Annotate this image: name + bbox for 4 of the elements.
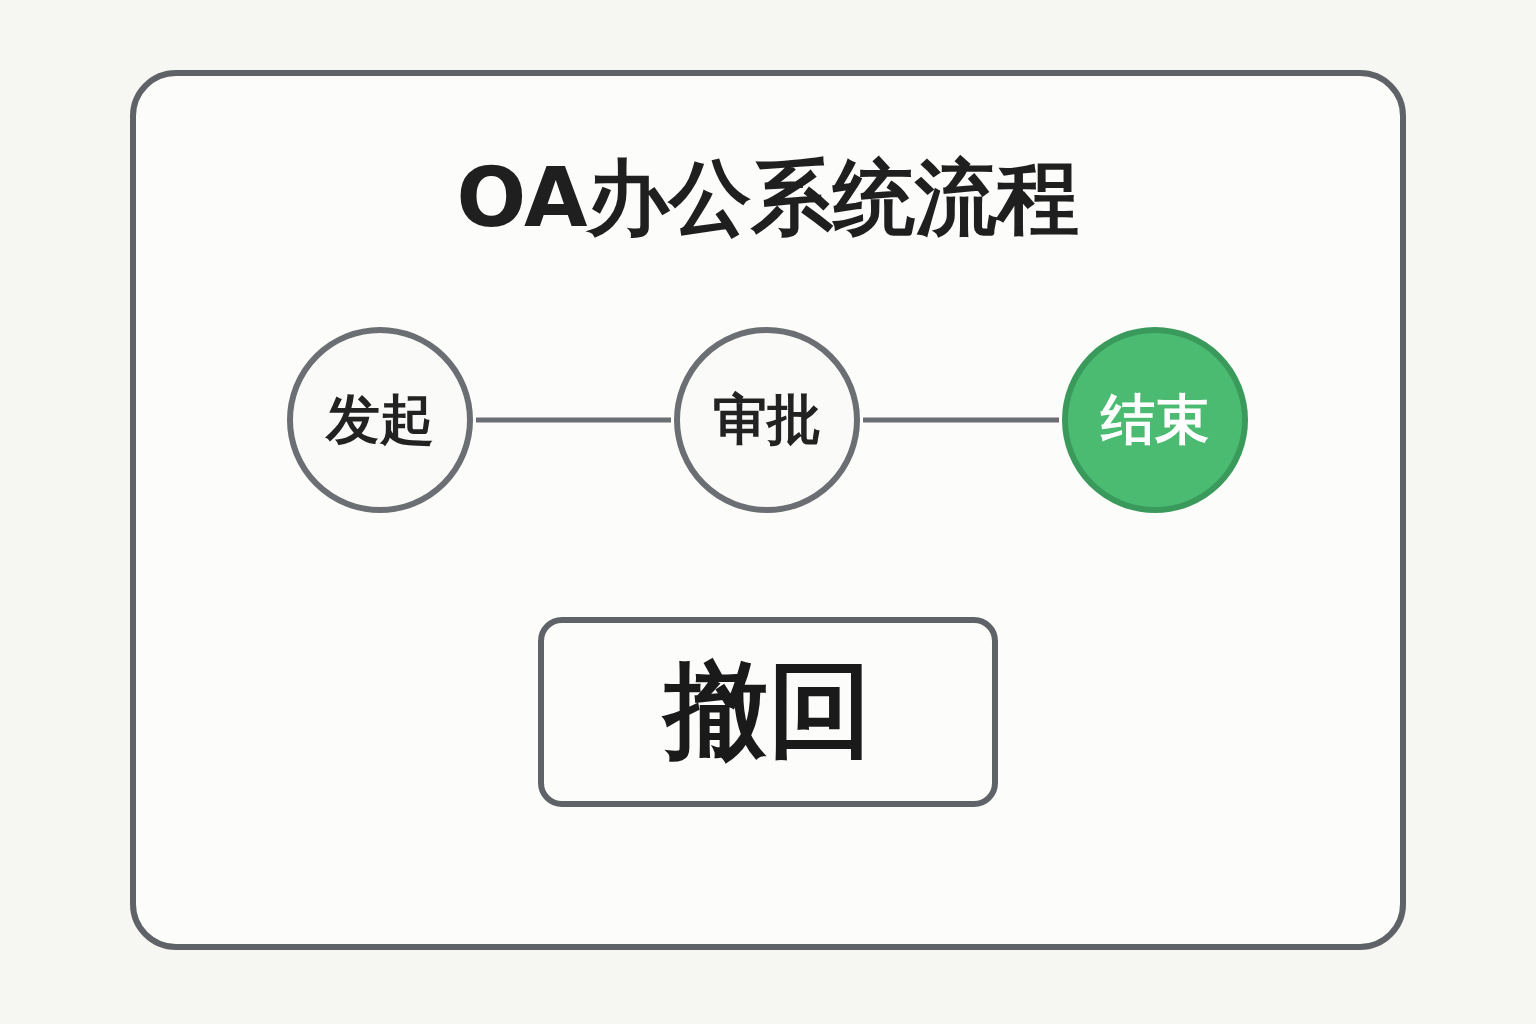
connector-line [476, 417, 671, 423]
title: OA办公系统流程 [456, 150, 1080, 246]
action-box: 撤回 [538, 617, 998, 807]
connector-line [863, 417, 1059, 423]
